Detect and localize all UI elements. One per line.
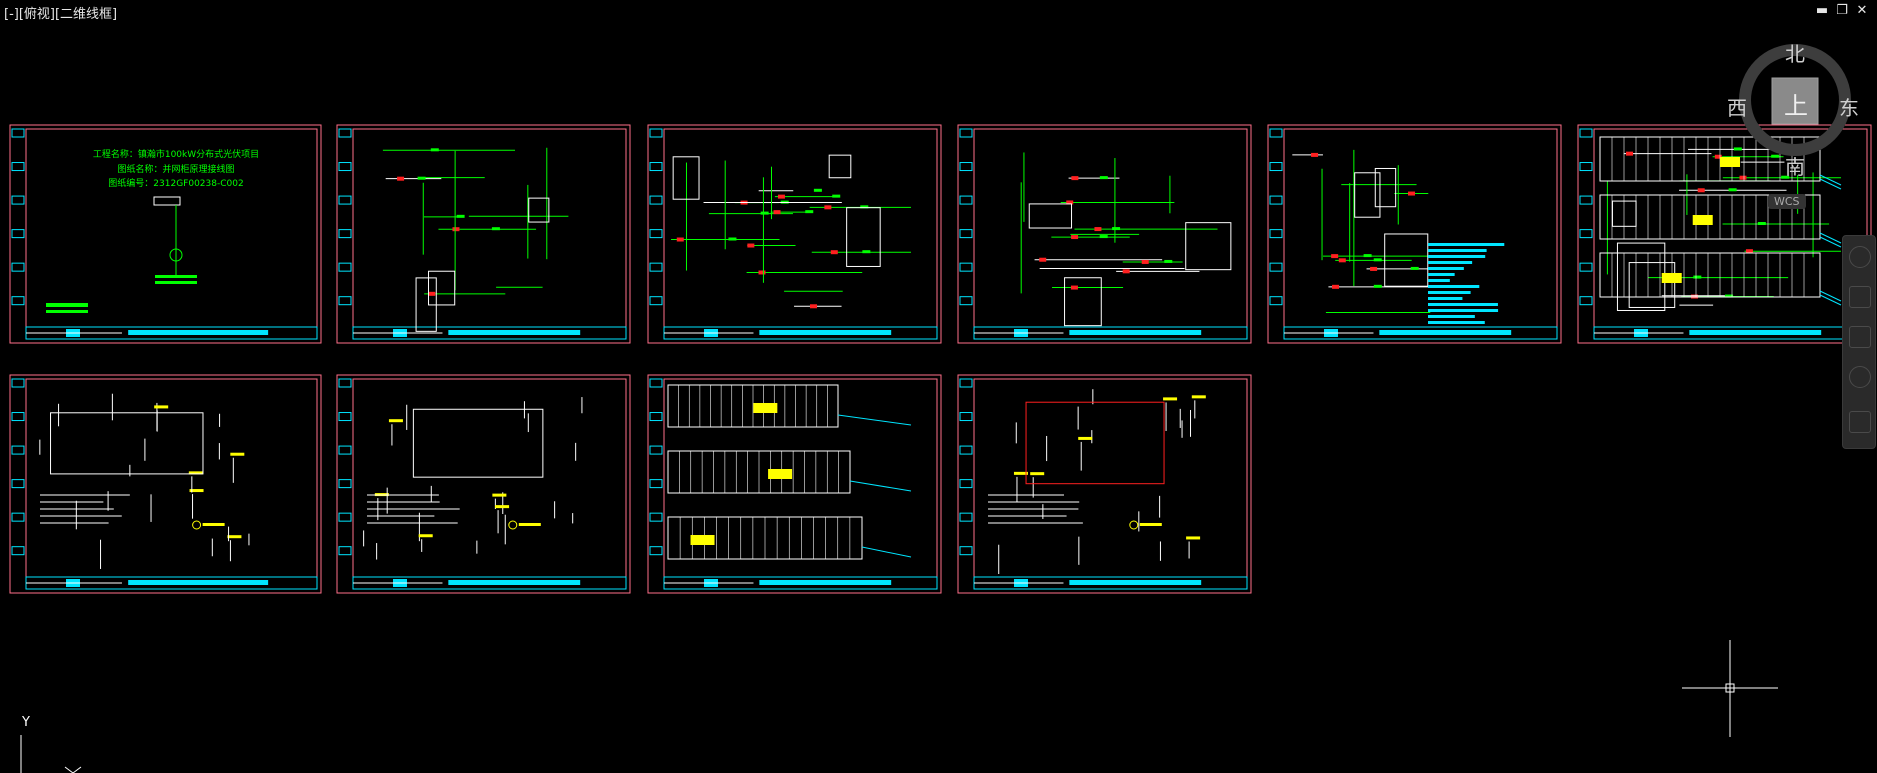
drawing-sheet[interactable] [647, 374, 942, 594]
ucs-y-label: Y [22, 715, 30, 730]
drawing-sheet[interactable] [957, 374, 1252, 594]
restore-button[interactable]: ❐ [1836, 3, 1848, 18]
orbit-icon[interactable] [1849, 366, 1871, 388]
viewport-label[interactable]: [-][俯视][二维线框] [4, 7, 118, 22]
drawing-sheet[interactable] [9, 374, 322, 594]
viewcube-west[interactable]: 西 [1727, 96, 1747, 120]
sheet1-project-name: 工程名称：镇瀚市100kW分布式光伏项目 [93, 148, 259, 160]
steering-wheel-icon[interactable] [1849, 246, 1871, 268]
drawing-sheet[interactable] [336, 124, 631, 344]
minimize-button[interactable]: ▬ [1815, 3, 1829, 18]
drawing-sheet[interactable] [957, 124, 1252, 344]
pan-icon[interactable] [1849, 286, 1871, 308]
viewcube-south[interactable]: 南 [1785, 155, 1805, 179]
viewcube-north[interactable]: 北 [1785, 42, 1805, 66]
showmotion-icon[interactable] [1849, 411, 1871, 433]
sheet1-drawing-number: 图纸编号：2312GF00238-C002 [108, 177, 243, 189]
drawing-sheet[interactable] [9, 124, 322, 344]
viewcube[interactable]: 上 北 南 西 东 WCS [1727, 40, 1859, 209]
window-controls: ▬ ❐ ✕ [1815, 4, 1869, 18]
zoom-icon[interactable] [1849, 326, 1871, 348]
drawing-sheet[interactable] [336, 374, 631, 594]
sheet1-drawing-name: 图纸名称：并网柜原理接线图 [117, 163, 234, 175]
viewcube-ring-icon [1739, 44, 1851, 156]
navigation-bar [1842, 235, 1876, 449]
drawing-sheet[interactable] [647, 124, 942, 344]
wcs-menu-button[interactable]: WCS [1768, 194, 1806, 209]
drawing-sheet[interactable] [1267, 124, 1562, 344]
ucs-icon [20, 735, 82, 773]
viewcube-east[interactable]: 东 [1839, 96, 1859, 120]
crosshair-cursor [1682, 640, 1778, 737]
close-button[interactable]: ✕ [1856, 3, 1868, 18]
viewcube-face-top[interactable]: 上 [1784, 92, 1808, 120]
